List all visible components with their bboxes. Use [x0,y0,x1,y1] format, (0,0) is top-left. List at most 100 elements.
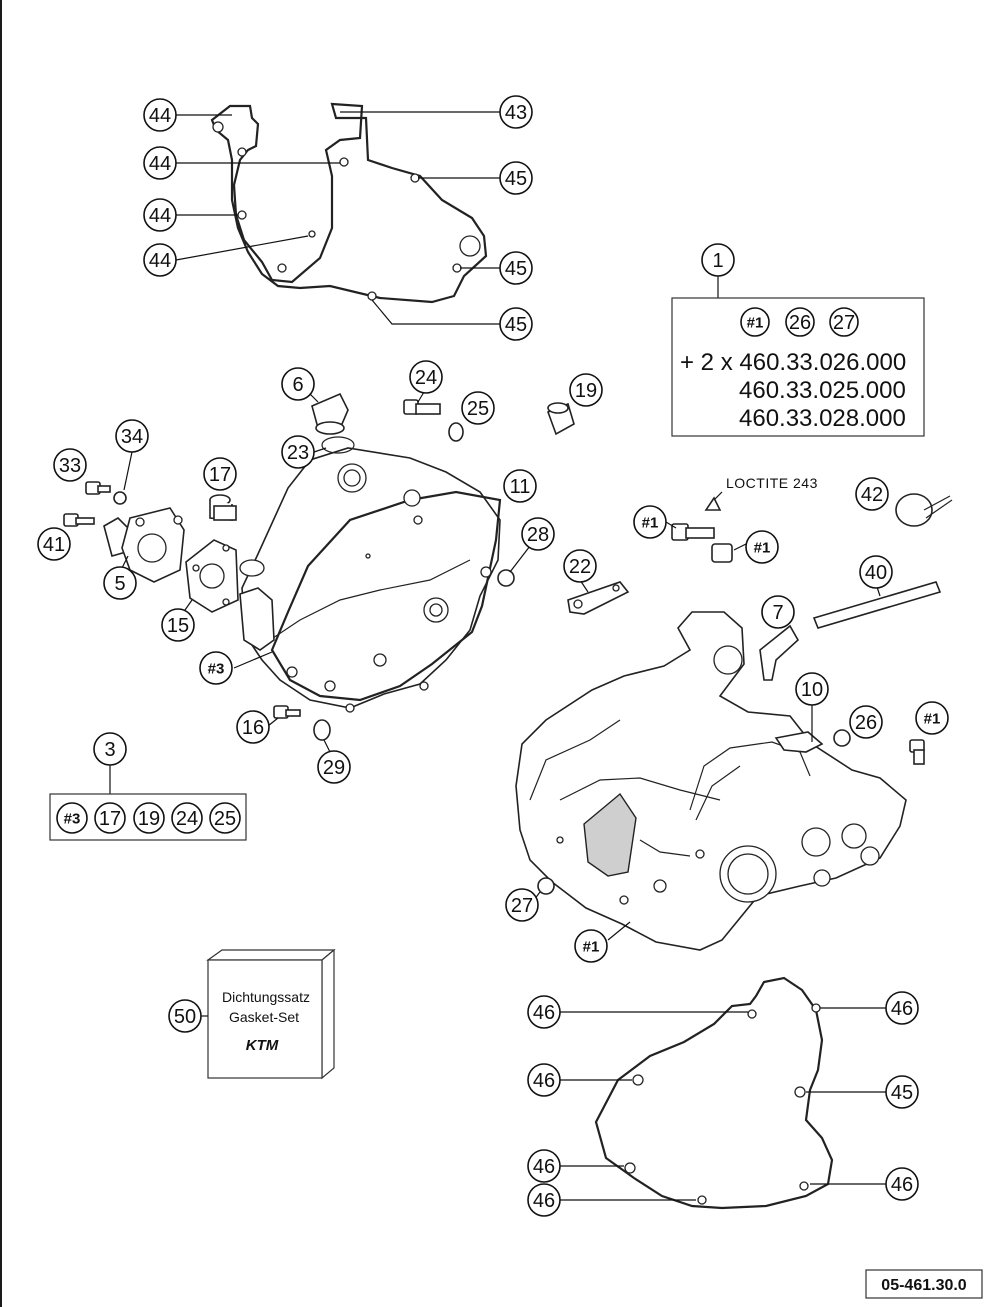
svg-text:28: 28 [527,524,549,546]
svg-text:11: 11 [510,476,531,498]
callout-hash-1: #1 [915,701,949,735]
callout-hash-1: #1 [633,505,667,539]
svg-text:46: 46 [891,998,913,1020]
svg-text:25: 25 [467,398,489,420]
svg-text:45: 45 [505,168,527,190]
callout-10: 10 [795,672,829,706]
svg-text:44: 44 [149,105,171,127]
svg-text:17: 17 [99,808,121,830]
svg-text:#1: #1 [583,939,600,956]
hose-fitting-7 [759,624,800,681]
gasket-set-box [206,948,336,1080]
washer-29 [313,719,331,741]
callout-11: 11 [503,469,537,503]
svg-text:44: 44 [149,153,171,175]
kit1-item: #1 [740,307,770,337]
sleeve-1b [711,543,733,563]
callout-46: 46 [885,991,919,1025]
kit1-line1: + 2 x 460.33.026.000 [680,349,906,376]
svg-text:#1: #1 [747,315,764,332]
svg-text:19: 19 [138,808,160,830]
callout-24: 24 [409,360,443,394]
svg-text:46: 46 [533,1156,555,1178]
callout-46: 46 [527,1063,561,1097]
callout-45: 45 [499,307,533,341]
kit1-line3: 460.33.028.000 [739,405,906,432]
lever-22 [567,581,630,615]
svg-text:24: 24 [415,367,437,389]
callout-46: 46 [885,1167,919,1201]
washer-34 [113,491,127,505]
callout-28: 28 [521,517,555,551]
svg-text:#1: #1 [754,540,771,557]
callout-46: 46 [527,995,561,1029]
svg-text:#1: #1 [924,711,941,728]
callout-3: 3 [93,732,127,766]
svg-text:25: 25 [214,808,236,830]
svg-text:7: 7 [772,602,783,624]
callout-41: 41 [37,527,71,561]
oil-filler-plug [311,392,349,435]
svg-text:#3: #3 [64,811,81,828]
svg-text:15: 15 [167,615,189,637]
svg-text:24: 24 [176,808,198,830]
kit3-item: 17 [94,802,126,834]
callout-44: 44 [143,98,177,132]
callout-33: 33 [53,448,87,482]
svg-text:3: 3 [104,739,115,761]
callout-44: 44 [143,198,177,232]
gasket-set-line2: Gasket-Set [229,1009,299,1025]
callout-25: 25 [461,391,495,425]
screw-41 [63,513,95,527]
callout-34: 34 [115,419,149,453]
callout-43: 43 [499,95,533,129]
screw-24 [403,399,441,415]
callout-46: 46 [527,1149,561,1183]
kit3-item: 24 [171,802,203,834]
svg-text:26: 26 [855,712,877,734]
callout-45: 45 [499,161,533,195]
svg-text:45: 45 [505,314,527,336]
drawing-code-box [865,1269,983,1299]
svg-text:16: 16 [242,717,264,739]
o-ring-23 [321,436,355,454]
cable-tie-42 [895,493,953,527]
svg-text:29: 29 [323,757,345,779]
callout-hash-3: #3 [199,651,233,685]
clutch-cover-gasket-top [210,102,488,304]
svg-text:23: 23 [287,442,309,464]
kit3-item: 25 [209,802,241,834]
callout-50: 50 [168,999,202,1033]
svg-text:45: 45 [891,1082,913,1104]
washer-25 [448,422,464,442]
callout-17: 17 [203,457,237,491]
svg-text:17: 17 [209,464,231,486]
callout-5: 5 [103,566,137,600]
callout-22: 22 [563,549,597,583]
callout-6: 6 [281,367,315,401]
svg-text:27: 27 [511,895,533,917]
dowel-27 [537,877,555,895]
svg-text:41: 41 [43,534,65,556]
gasket-set-line1: Dichtungssatz [222,989,310,1005]
loctite-label: LOCTITE 243 [726,475,818,491]
callout-29: 29 [317,750,351,784]
gasket-10 [774,731,824,753]
callout-16: 16 [236,710,270,744]
ktm-logo: KTM [246,1037,279,1054]
callout-hash-1: #1 [745,530,779,564]
svg-text:45: 45 [505,258,527,280]
svg-text:26: 26 [789,312,811,334]
dowel-26 [833,729,851,747]
callout-44: 44 [143,243,177,277]
kit3-item: 19 [133,802,165,834]
svg-text:22: 22 [569,556,591,578]
svg-text:10: 10 [801,679,823,701]
callout-42: 42 [855,477,889,511]
gasket-15 [185,539,239,613]
water-pump-cover [103,507,185,583]
svg-text:19: 19 [575,380,597,402]
svg-text:46: 46 [533,1190,555,1212]
callout-1: 1 [701,243,735,277]
